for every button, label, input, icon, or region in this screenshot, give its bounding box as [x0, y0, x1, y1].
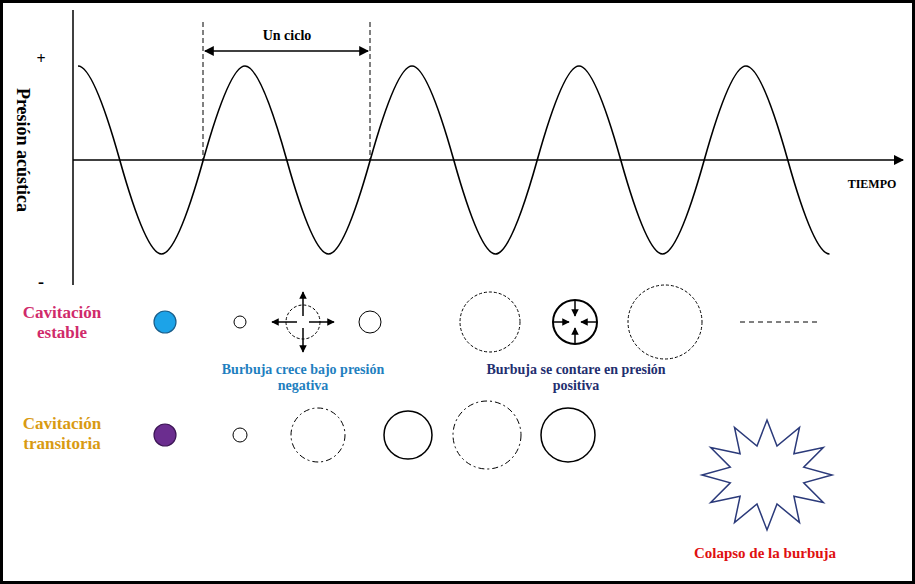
- bubble: [541, 408, 595, 462]
- bubble-collapse-star: [702, 420, 832, 530]
- compression-arrow: [581, 321, 596, 323]
- bubble: [233, 428, 247, 442]
- phase-note: Burbuja se contare en presión positiva: [484, 362, 668, 394]
- pressure-wave: [78, 66, 830, 254]
- axis-sign: -: [34, 272, 48, 293]
- axis-sign: +: [34, 50, 48, 68]
- row-title: Cavitación transitoria: [10, 414, 114, 453]
- bubble-expanded: [460, 292, 520, 352]
- collapse-note: Colapso de la burbuja: [655, 545, 875, 562]
- compression-arrow: [574, 301, 576, 316]
- pressure-axis: [72, 10, 74, 285]
- expansion-arrow: [309, 321, 334, 323]
- bubble-growing: [453, 401, 521, 469]
- cycle-label: Un ciclo: [227, 28, 347, 44]
- phase-note: Burbuja crece bajo presión negativa: [215, 362, 391, 394]
- bubble-marker: [154, 311, 176, 333]
- cycle-arrow: [205, 50, 368, 51]
- bubble: [234, 316, 246, 328]
- compression-arrow: [574, 328, 576, 343]
- bubble-growing: [291, 408, 345, 462]
- bubble-marker: [154, 424, 176, 446]
- expansion-arrow: [302, 292, 304, 316]
- axis-title: Presión acústica: [11, 30, 33, 270]
- bubble-contracting: [553, 300, 597, 344]
- bubble: [384, 411, 432, 459]
- row-title: Cavitación estable: [10, 303, 114, 342]
- compression-arrow: [554, 321, 569, 323]
- expansion-arrow: [302, 328, 304, 352]
- cycle-limit: [370, 22, 371, 160]
- continuation-line: [740, 322, 820, 323]
- bubble: [359, 311, 381, 333]
- expansion-arrow: [272, 321, 297, 323]
- bubble-expanded: [628, 285, 702, 359]
- axis-title: TIEMPO: [836, 178, 908, 192]
- time-axis: [73, 159, 903, 161]
- cycle-limit: [203, 22, 204, 160]
